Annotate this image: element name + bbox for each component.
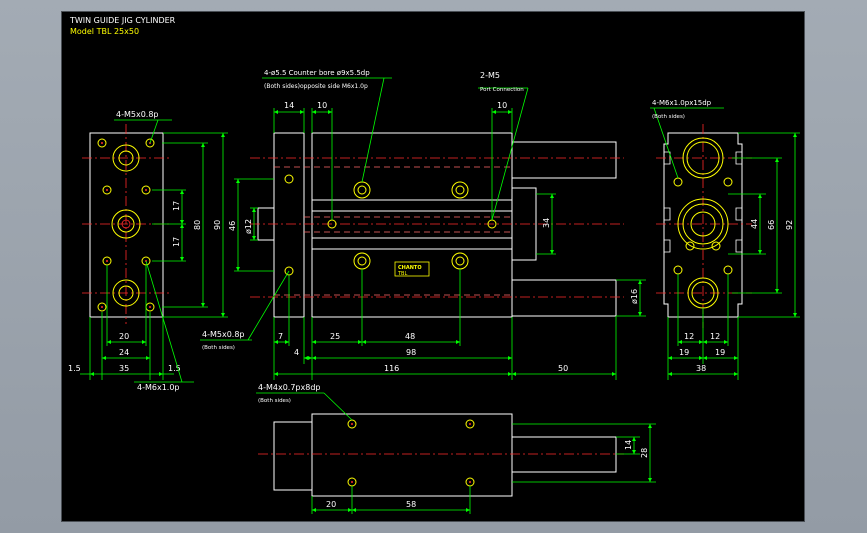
dim-front-4: 4 [294, 348, 299, 357]
dim-left-24: 24 [119, 348, 129, 357]
dim-left-17-upper: 17 [172, 201, 181, 211]
dim-right-12-a: 12 [684, 332, 694, 341]
dim-right-12-b: 12 [710, 332, 720, 341]
left-bore-bottom [112, 279, 140, 307]
front-side-view: CHANTO TBL 14 10 10 [200, 69, 646, 380]
leader-top-holes [361, 77, 385, 183]
bottom-view-holes [347, 419, 475, 487]
drawing-title: TWIN GUIDE JIG CYLINDER [69, 16, 176, 25]
callout-bottom-m4: 4-M4x0.7px8dp [258, 383, 320, 392]
bottom-end-plate [273, 421, 313, 491]
front-nameplate: CHANTO TBL [394, 261, 430, 277]
right-view-bores [677, 137, 729, 309]
callout-top-holes: 4-ø5.5 Counter bore ø9x5.5dp [264, 69, 370, 77]
callout-top-holes-sub: (Both sides)opposite side M6x1.0p [264, 83, 368, 90]
front-right-dims [536, 193, 646, 317]
leader-bottom-m4 [323, 392, 353, 421]
left-bore-middle [111, 209, 141, 239]
dim-left-1-5-b: 1.5 [168, 364, 181, 373]
left-small-holes [97, 138, 155, 312]
front-left-dims [234, 178, 274, 272]
dim-front-116: 116 [384, 364, 399, 373]
dim-front-50: 50 [558, 364, 568, 373]
dim-front-14: 14 [284, 101, 294, 110]
dim-right-19-a: 19 [679, 348, 689, 357]
drawing-model: Model TBL 25x50 [70, 27, 139, 36]
dim-right-44: 44 [750, 219, 759, 229]
bottom-view-dims [311, 423, 656, 514]
dim-left-1-5-a: 1.5 [68, 364, 81, 373]
leader-front-m5 [247, 270, 290, 341]
bottom-body [311, 413, 513, 497]
callout-left-m5: 4-M5x0.8p [116, 110, 159, 119]
dim-right-92: 92 [785, 220, 794, 230]
leader-left-m6 [145, 260, 183, 383]
dim-left-35: 35 [119, 364, 129, 373]
front-guide-rod-bottom [511, 279, 617, 317]
callout-front-m5: 4-M5x0.8p [202, 330, 245, 339]
right-view-horizontal-dims [667, 274, 739, 380]
dim-bottom-14: 14 [624, 440, 633, 450]
left-view-outline [89, 132, 164, 318]
dim-front-10-a: 10 [317, 101, 327, 110]
dim-bottom-58: 58 [406, 500, 416, 509]
callout-port: 2-M5 [480, 71, 500, 80]
dim-front-10-b: 10 [497, 101, 507, 110]
dim-bottom-20: 20 [326, 500, 336, 509]
leader-right-m6 [653, 107, 679, 179]
left-end-view: 17 17 80 90 20 [68, 110, 228, 392]
left-view-horizontal-dims [80, 265, 174, 380]
front-top-dims [273, 108, 513, 220]
leader-left-m5 [149, 119, 159, 144]
callout-port-sub: Port Connection [480, 87, 524, 93]
front-holes [284, 174, 497, 276]
dim-left-20: 20 [119, 332, 129, 341]
left-view-vertical-dims [152, 132, 228, 318]
nameplate-text: TBL [397, 271, 407, 277]
cad-drawing-canvas: TWIN GUIDE JIG CYLINDER Model TBL 25x50 [62, 12, 804, 521]
bottom-plan-view: 14 28 20 58 4-M4x0.7px8dp (Both sides) [256, 383, 656, 514]
dim-front-46: 46 [228, 221, 237, 231]
front-bottom-dims [273, 269, 617, 380]
front-guide-rod-top [511, 141, 617, 179]
dim-right-66: 66 [767, 220, 776, 230]
front-centerlines [250, 157, 624, 298]
dim-left-80: 80 [193, 220, 202, 230]
dim-right-19-b: 19 [715, 348, 725, 357]
callout-left-m6: 4-M6x1.0p [137, 383, 180, 392]
front-body [311, 132, 513, 318]
dim-front-34: 34 [542, 218, 551, 228]
dim-left-90: 90 [213, 220, 222, 230]
dim-front-48: 48 [405, 332, 415, 341]
dim-left-17-lower: 17 [172, 237, 181, 247]
callout-bottom-m4-sub: (Both sides) [258, 398, 291, 404]
dim-front-98: 98 [406, 348, 416, 357]
callout-front-m5-sub: (Both sides) [202, 345, 235, 351]
dim-front-d12: ø12 [244, 219, 253, 234]
callout-right-m6: 4-M6x1.0px15dp [652, 99, 712, 107]
bottom-guide-rod [511, 436, 617, 473]
dim-right-38: 38 [696, 364, 706, 373]
nameplate-brand: CHANTO [398, 265, 422, 271]
right-end-view: 44 66 92 12 12 19 [650, 99, 800, 380]
front-hidden-lines [274, 166, 512, 296]
leader-port [491, 87, 529, 221]
right-view-slots [664, 151, 742, 253]
callout-right-m6-sub: (Both sides) [652, 114, 685, 120]
title-block: TWIN GUIDE JIG CYLINDER Model TBL 25x50 [69, 16, 176, 36]
dim-bottom-28: 28 [640, 448, 649, 458]
right-view-vertical-dims [728, 132, 800, 318]
dim-front-d16: ø16 [630, 289, 639, 304]
left-bore-top [112, 144, 140, 172]
dim-front-25: 25 [330, 332, 340, 341]
dim-front-7: 7 [278, 332, 283, 341]
technical-drawing: TWIN GUIDE JIG CYLINDER Model TBL 25x50 [68, 16, 800, 514]
